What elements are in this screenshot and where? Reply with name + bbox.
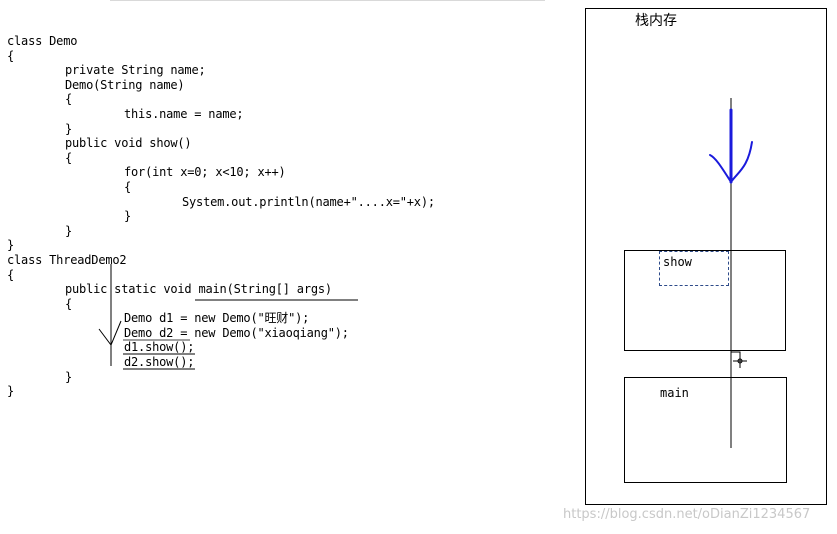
blue-arrow-head bbox=[709, 141, 753, 184]
code-line: { bbox=[65, 150, 73, 165]
code-line: } bbox=[7, 238, 15, 253]
code-line: public static void main(String[] args) bbox=[65, 282, 332, 297]
code-line: Demo(String name) bbox=[65, 77, 185, 92]
watermark: https://blog.csdn.net/oDianZi1234567 bbox=[563, 507, 811, 522]
code-line: { bbox=[7, 267, 15, 282]
code-annotation-check-mark bbox=[98, 320, 122, 346]
crosshair-cursor-icon bbox=[733, 354, 747, 368]
code-listing: class Demo{private String name;Demo(Stri… bbox=[7, 34, 435, 399]
code-line: d2.show(); bbox=[124, 355, 195, 370]
show-frame-box bbox=[624, 250, 786, 351]
code-line: } bbox=[65, 223, 73, 238]
code-line: { bbox=[7, 48, 15, 63]
code-line: } bbox=[124, 209, 132, 224]
code-line: this.name = name; bbox=[124, 106, 244, 121]
code-line: } bbox=[65, 121, 73, 136]
show-frame-label: show bbox=[659, 251, 729, 286]
main-frame-box bbox=[624, 377, 787, 483]
stack-memory-panel bbox=[585, 8, 827, 505]
code-line: private String name; bbox=[65, 63, 206, 78]
code-line: { bbox=[124, 179, 132, 194]
code-line: System.out.println(name+"....x="+x); bbox=[182, 194, 435, 209]
code-line: { bbox=[65, 92, 73, 107]
stack-memory-title: 栈内存 bbox=[635, 13, 677, 29]
main-frame-label: main bbox=[660, 386, 689, 400]
code-line: for(int x=0; x<10; x++) bbox=[124, 165, 286, 180]
code-line: } bbox=[7, 384, 15, 399]
code-line: public void show() bbox=[65, 136, 192, 151]
top-divider bbox=[110, 0, 545, 1]
code-line: d1.show(); bbox=[124, 340, 195, 355]
code-line: Demo d2 = new Demo("xiaoqiang"); bbox=[124, 325, 349, 340]
code-line: { bbox=[65, 296, 73, 311]
code-line: Demo d1 = new Demo("旺财"); bbox=[124, 311, 310, 326]
code-line: class ThreadDemo2 bbox=[7, 252, 127, 267]
code-line: } bbox=[65, 369, 73, 384]
code-line: class Demo bbox=[7, 34, 78, 48]
